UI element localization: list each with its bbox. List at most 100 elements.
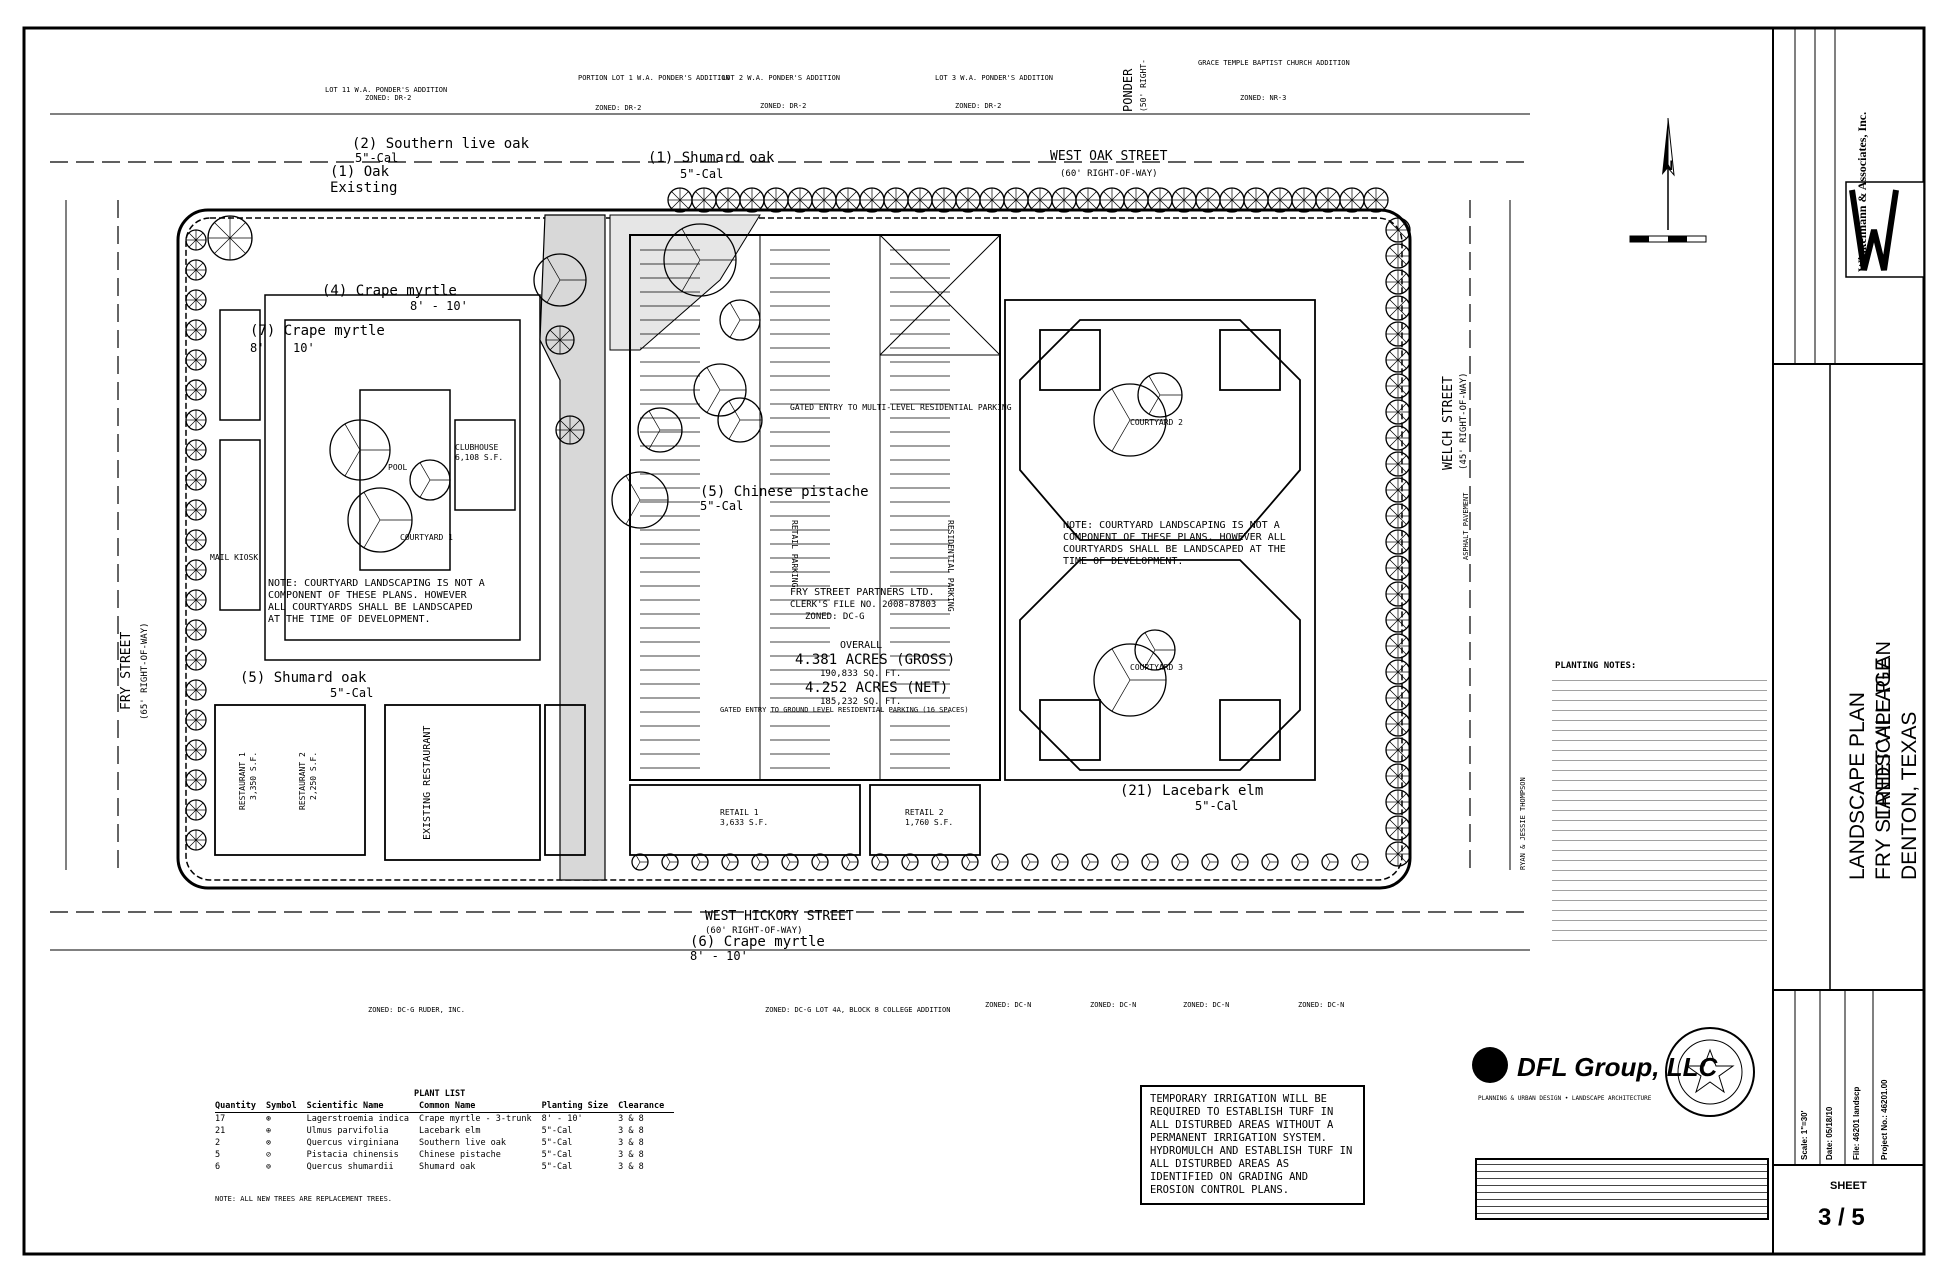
adjacent-lot-d-zone: ZONED: DR-2 — [955, 102, 1001, 110]
callout-shumard-oak-5: (5) Shumard oak — [240, 670, 367, 686]
tree-icon — [1385, 659, 1411, 685]
tree-icon — [1003, 187, 1029, 213]
tree-icon — [631, 853, 649, 871]
tree-icon — [1385, 243, 1411, 269]
title-plan: LANDSCAPE PLAN — [1873, 641, 1895, 820]
parking-garage — [629, 234, 1001, 781]
title-block-date: Date: 05/18/10 — [1825, 1106, 1834, 1160]
tree-icon — [1291, 853, 1309, 871]
title-block-sheet-label: SHEET — [1830, 1180, 1867, 1192]
plant-list-header: Planting Size — [541, 1100, 619, 1113]
tree-icon — [185, 739, 207, 761]
tree-icon — [991, 853, 1009, 871]
plant-list-cell: ⊗ — [265, 1138, 272, 1148]
plaza — [609, 214, 761, 351]
tree-icon — [691, 853, 709, 871]
street-label-west: FRY STREET — [119, 632, 134, 710]
consultant-name: DFL Group, LLC — [1517, 1052, 1718, 1082]
tree-icon — [1385, 399, 1411, 425]
tree-icon — [1123, 187, 1149, 213]
plant-list-cell: 21 — [215, 1126, 226, 1136]
title-block-firm: Winkelmann & Associates, Inc. — [1855, 111, 1869, 272]
site-owner: FRY STREET PARTNERS LTD. — [790, 587, 935, 598]
site-net: 4.252 ACRES (NET) — [805, 680, 948, 696]
tree-icon — [185, 229, 207, 251]
site-gross: 4.381 ACRES (GROSS) — [795, 652, 955, 668]
plant-list-cell: 5"-Cal — [541, 1138, 573, 1148]
callout-lacebark-elm-size: 5"-Cal — [1195, 799, 1238, 813]
label-restaurant1: RESTAURANT 1 — [238, 752, 247, 810]
title-block-scale: Scale: 1"=30' — [1800, 1110, 1809, 1160]
tree-icon — [1385, 711, 1411, 737]
adjacent-lot-a: LOT 11 W.A. PONDER'S ADDITION — [325, 86, 447, 94]
tree-icon — [207, 215, 253, 261]
tree-icon — [859, 187, 885, 213]
plant-list-cell: Shumard oak — [419, 1162, 476, 1172]
tree-icon — [185, 649, 207, 671]
tree-icon — [185, 439, 207, 461]
plant-list-cell: 6 — [215, 1162, 221, 1172]
tree-icon — [1321, 853, 1339, 871]
adjacent-south-f: ZONED: DC-N — [1298, 1001, 1344, 1009]
tree-icon — [1093, 383, 1167, 457]
tree-icon — [545, 325, 575, 355]
tree-icon — [185, 829, 207, 851]
tree-icon — [185, 409, 207, 431]
tree-icon — [961, 853, 979, 871]
tree-icon — [1385, 633, 1411, 659]
tree-icon — [787, 187, 813, 213]
adjacent-lot-b: PORTION LOT 1 W.A. PONDER'S ADDITION — [578, 74, 730, 82]
label-clubhouse: CLUBHOUSE — [455, 443, 499, 452]
adjacent-south-e: ZONED: DC-N — [1183, 1001, 1229, 1009]
plant-list-cell: Crape myrtle - 3-trunk — [419, 1114, 532, 1124]
tree-icon — [901, 853, 919, 871]
plant-list-header: Common Name — [419, 1100, 542, 1113]
plant-list-cell: 5"-Cal — [541, 1126, 573, 1136]
label-mail: MAIL KIOSK — [210, 553, 258, 562]
tree-icon — [1385, 425, 1411, 451]
tree-icon — [1385, 581, 1411, 607]
plant-list-header: Clearance — [618, 1100, 675, 1113]
tree-icon — [1261, 853, 1279, 871]
tree-icon — [1385, 555, 1411, 581]
adjacent-church: GRACE TEMPLE BAPTIST CHURCH ADDITION — [1198, 59, 1350, 67]
label-courtyard1: COURTYARD 1 — [400, 533, 453, 542]
tree-icon — [1027, 187, 1053, 213]
plant-list-cell: ⊘ — [265, 1150, 272, 1160]
street-row-west: (65' RIGHT-OF-WAY) — [140, 622, 150, 720]
street-label-south: WEST HICKORY STREET — [705, 909, 854, 924]
plant-list-cell: Pistacia chinensis — [306, 1150, 399, 1160]
title-block-frame — [1772, 27, 1925, 1166]
tree-icon — [1385, 477, 1411, 503]
label-residential-parking: RESIDENTIAL PARKING — [946, 520, 955, 612]
callout-crape-myrtle-7: (7) Crape myrtle — [250, 323, 385, 339]
label-retail2: RETAIL 2 — [905, 808, 944, 817]
adjacent-east-owner: RYAN & JESSIE THOMPSON — [1519, 777, 1527, 870]
tree-icon — [661, 853, 679, 871]
callout-crape-myrtle-6: (6) Crape myrtle — [690, 934, 825, 950]
plant-list-cell: 5"-Cal — [541, 1150, 573, 1160]
street-label-north: WEST OAK STREET — [1050, 149, 1168, 164]
callout-oak-existing: (1) Oak — [330, 164, 390, 180]
tree-icon — [1137, 372, 1183, 418]
tree-icon — [1385, 347, 1411, 373]
tree-icon — [185, 289, 207, 311]
tree-icon — [185, 589, 207, 611]
tree-icon — [1051, 187, 1077, 213]
tree-icon — [751, 853, 769, 871]
callout-shumard-oak-5-size: 5"-Cal — [330, 686, 373, 700]
tree-icon — [1385, 737, 1411, 763]
plant-list-cell: ⊚ — [265, 1162, 272, 1172]
site-overall: OVERALL — [840, 640, 882, 651]
adjacent-lot-c-zone: ZONED: DR-2 — [760, 102, 806, 110]
tree-icon — [1171, 853, 1189, 871]
tree-icon — [1385, 789, 1411, 815]
plant-list-title: PLANT LIST — [414, 1089, 466, 1099]
title-block-project: Project No.: 46201.00 — [1880, 1079, 1889, 1160]
tree-icon — [637, 407, 683, 453]
tree-icon — [693, 363, 747, 417]
seal-icon — [1665, 1027, 1755, 1117]
tree-icon — [185, 709, 207, 731]
